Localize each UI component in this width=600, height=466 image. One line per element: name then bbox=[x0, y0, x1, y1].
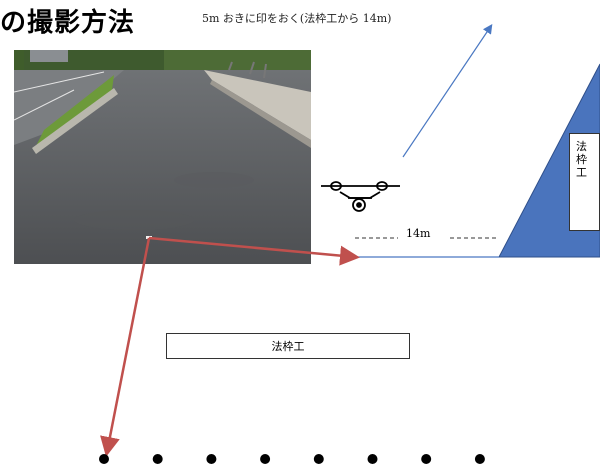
page-title: の撮影方法 bbox=[0, 8, 136, 38]
marker-dot bbox=[367, 454, 378, 464]
slope-label-char: 法 bbox=[576, 140, 587, 153]
flight-arrow bbox=[402, 24, 493, 158]
frame-work-label: 法枠工 bbox=[271, 340, 305, 353]
marker-dots bbox=[99, 454, 485, 464]
marker-note: 5m おきに印をおく(法枠工から 14m) bbox=[202, 12, 392, 25]
marker-dot bbox=[421, 454, 432, 464]
marker-dot bbox=[313, 454, 324, 464]
slope-label-char: 工 bbox=[576, 166, 587, 179]
frame-work-box: 法枠工 bbox=[166, 333, 410, 359]
marker-dot bbox=[206, 454, 217, 464]
marker-dot bbox=[99, 454, 109, 464]
marker-dot bbox=[152, 454, 163, 464]
site-photo bbox=[14, 50, 311, 264]
distance-label: 14m bbox=[406, 227, 431, 240]
slope-label: 法 枠 工 bbox=[569, 133, 600, 231]
marker-dot bbox=[260, 454, 271, 464]
slope-label-char: 枠 bbox=[576, 153, 587, 166]
drone-icon bbox=[321, 181, 400, 212]
marker-dot bbox=[474, 454, 485, 464]
red-path-down bbox=[100, 237, 151, 457]
red-path-right bbox=[148, 236, 360, 266]
